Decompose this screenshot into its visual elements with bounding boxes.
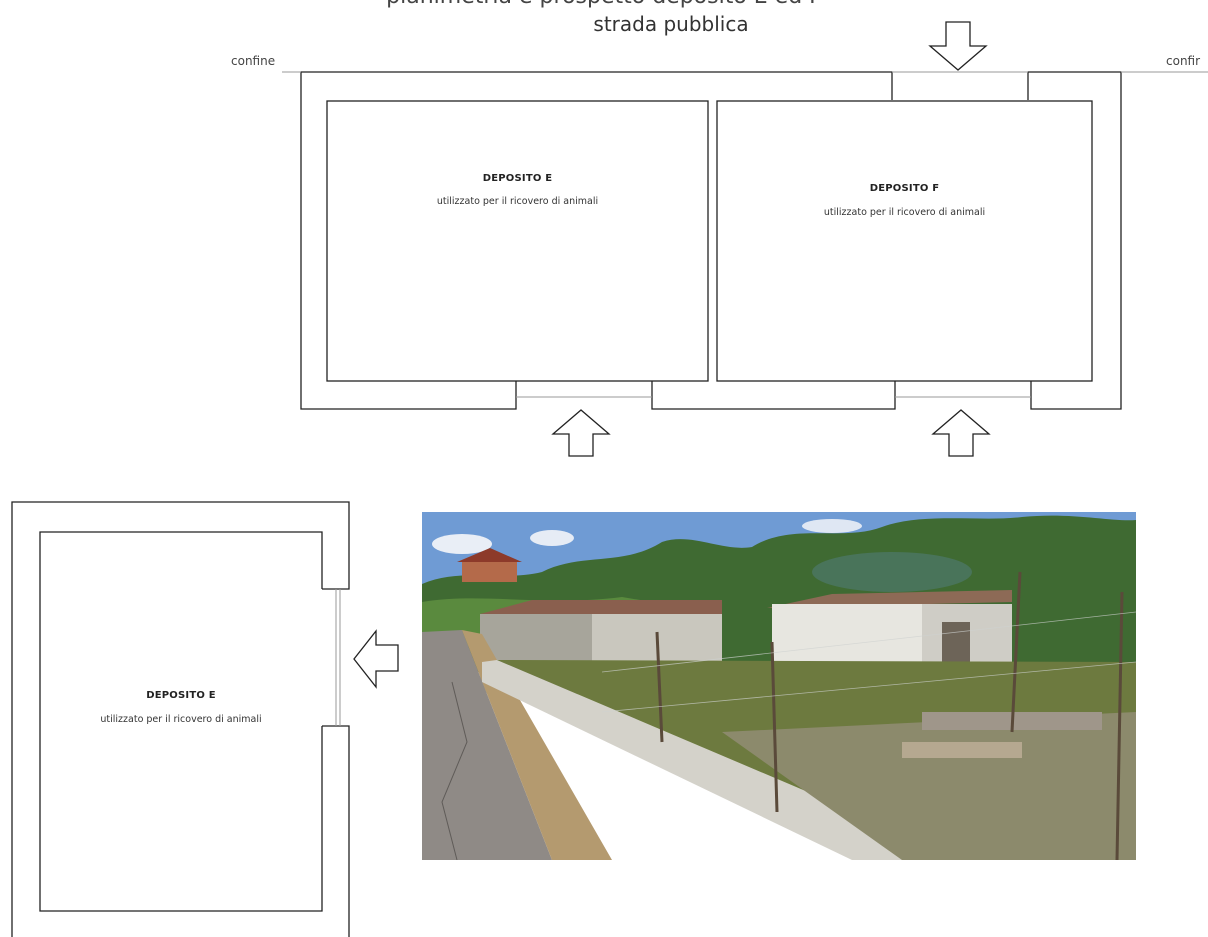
arrow-up-icon-f bbox=[931, 409, 991, 457]
boundary-label-right: confir bbox=[1166, 54, 1201, 68]
bottom-depot-e-title: DEPOSITO E bbox=[146, 690, 216, 701]
room-depot-e-top bbox=[326, 100, 709, 382]
outer-wall-top bbox=[300, 71, 893, 410]
arrow-down-icon bbox=[928, 21, 988, 71]
arrow-left-icon bbox=[353, 629, 399, 689]
arrow-up-icon-e bbox=[551, 409, 611, 457]
road-label: strada pubblica bbox=[593, 12, 749, 36]
bottom-depot-e-use: utilizzato per il ricovero di animali bbox=[100, 714, 262, 725]
depot-e-title: DEPOSITO E bbox=[482, 173, 553, 184]
outer-wall-right bbox=[1027, 71, 1122, 410]
boundary-label-left: confine bbox=[231, 54, 276, 68]
depot-f-use: utilizzato per il ricovero di animali bbox=[823, 207, 986, 218]
depot-f-title: DEPOSITO F bbox=[869, 183, 940, 194]
room-depot-f bbox=[716, 100, 1093, 382]
depot-e-use: utilizzato per il ricovero di animali bbox=[436, 196, 599, 207]
site-photo bbox=[422, 512, 1136, 860]
outer-wall-bottom-plan-b bbox=[322, 725, 350, 937]
outer-wall-mid bbox=[651, 381, 896, 410]
room-depot-e-bottom bbox=[39, 531, 323, 912]
cut-off-caption: planimetria e prospetto deposito E ed F bbox=[0, 0, 1208, 9]
